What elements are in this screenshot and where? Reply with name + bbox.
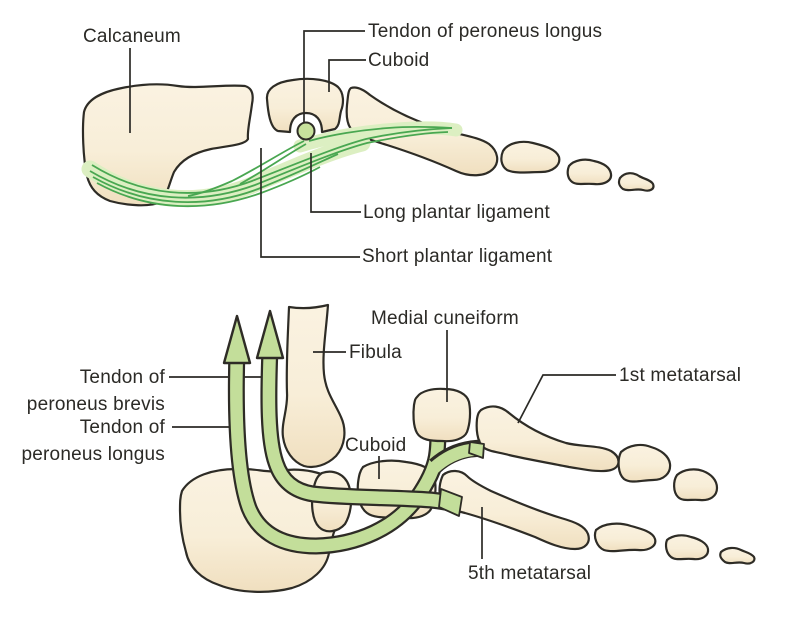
- bottom-leader-lines: [169, 351, 616, 559]
- arrowhead-peroneus-longus: [222, 314, 252, 365]
- label-cuboid-bottom: Cuboid: [345, 435, 407, 456]
- label-fifth-metatarsal: 5th metatarsal: [468, 563, 592, 584]
- top-panel: [81, 30, 655, 258]
- label-tendon-peroneus-brevis: Tendon of peroneus brevis: [20, 364, 165, 418]
- leader-long-plantar: [310, 153, 361, 213]
- label-first-metatarsal: 1st metatarsal: [619, 365, 742, 386]
- leader-short-plantar: [260, 148, 360, 258]
- bone-fibula: [281, 303, 346, 469]
- bone-first-toe-phalanx-2: [673, 468, 719, 502]
- bone-first-toe-phalanx-1: [617, 443, 672, 483]
- brevis-insertion-fifth-metatarsal: [438, 488, 463, 517]
- tendon-peroneus-brevis-band: [260, 347, 462, 514]
- label-tendon-peroneus-longus-bottom: Tendon of peroneus longus: [15, 414, 165, 468]
- label-short-plantar-ligament: Short plantar ligament: [362, 246, 553, 267]
- label-tendon-peroneus-longus-top: Tendon of peroneus longus: [368, 21, 603, 42]
- arrowhead-peroneus-brevis: [255, 309, 285, 360]
- bone-fifth-metatarsal: [438, 469, 590, 551]
- bone-phalanx-3: [617, 172, 655, 192]
- bone-cuboid-lateral: [265, 77, 345, 134]
- label-fibula: Fibula: [349, 342, 402, 363]
- plantar-ligaments: [81, 121, 463, 208]
- bone-first-metatarsal: [475, 405, 620, 473]
- label-medial-cuneiform: Medial cuneiform: [371, 308, 519, 329]
- label-tendon-longus-line1: Tendon of: [79, 417, 165, 438]
- label-calcaneum: Calcaneum: [83, 26, 181, 47]
- bone-fifth-toe-phalanx-3: [719, 546, 756, 565]
- label-long-plantar-ligament: Long plantar ligament: [363, 202, 550, 223]
- leader-tendon-peroneus-longus: [303, 30, 365, 122]
- label-tendon-brevis-line1: Tendon of: [79, 367, 165, 388]
- bottom-panel: [169, 303, 756, 593]
- label-tendon-longus-line2: peroneus longus: [21, 444, 165, 465]
- bone-medial-cuneiform: [412, 387, 472, 443]
- leader-cuboid-top: [328, 59, 366, 92]
- label-tendon-brevis-line2: peroneus brevis: [26, 394, 165, 415]
- tendon-peroneus-longus-cross-section: [296, 121, 316, 141]
- longus-insertion-first-metatarsal: [468, 441, 485, 459]
- bone-phalanx-2: [566, 158, 613, 186]
- bone-phalanx-1: [500, 140, 561, 174]
- bone-fifth-toe-phalanx-2: [664, 534, 710, 561]
- label-cuboid-top: Cuboid: [368, 50, 430, 71]
- top-leader-lines: [129, 30, 366, 258]
- bone-fifth-toe-phalanx-1: [593, 522, 657, 553]
- leader-first-metatarsal: [517, 374, 616, 424]
- bone-calcaneum-lateral: [81, 83, 254, 207]
